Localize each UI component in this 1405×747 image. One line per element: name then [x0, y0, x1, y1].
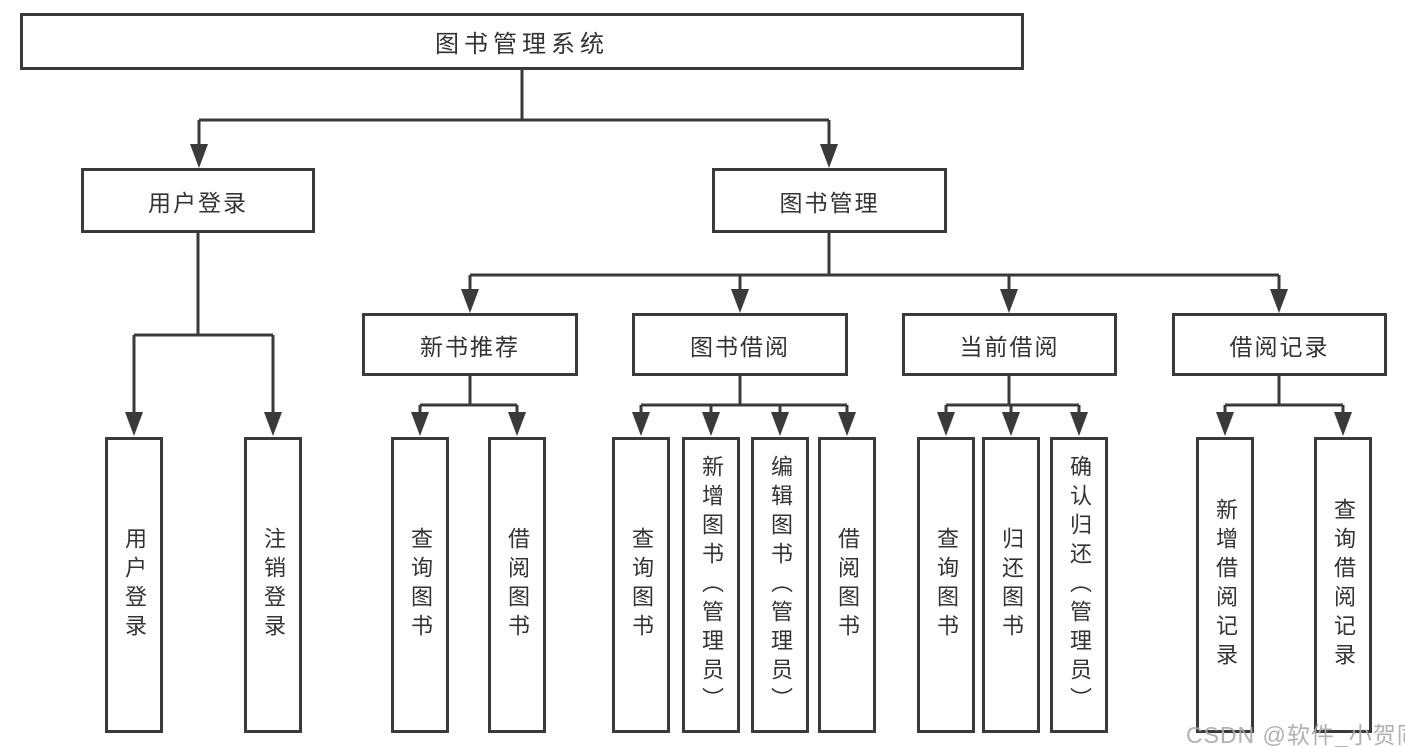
leaf-edit-books-admin: 编辑图书（管理员）: [751, 437, 809, 733]
node-user-login: 用户登录: [81, 168, 315, 233]
connector-borrow-record-children: [1223, 374, 1345, 414]
node-current-borrowing: 当前借阅: [902, 313, 1117, 376]
node-label: 确认归还（管理员）: [1067, 454, 1092, 716]
node-label: 新书推荐: [420, 333, 520, 360]
connector-user-login-children: [132, 231, 275, 412]
node-label: 编辑图书（管理员）: [768, 454, 793, 716]
arrowhead: [461, 289, 479, 313]
node-label: 查询图书: [934, 527, 959, 643]
arrowhead: [1002, 412, 1020, 436]
arrowhead: [702, 412, 720, 436]
node-label: 查询借阅记录: [1331, 498, 1356, 672]
arrowhead: [632, 412, 650, 436]
leaf-confirm-return-admin: 确认归还（管理员）: [1050, 437, 1108, 733]
leaf-logout: 注销登录: [244, 437, 302, 733]
node-book-management: 图书管理: [712, 168, 947, 233]
leaf-add-books-admin: 新增图书（管理员）: [682, 437, 740, 733]
arrowhead: [508, 412, 526, 436]
leaf-query-books: 查询图书: [391, 437, 449, 733]
arrowhead: [1270, 289, 1288, 313]
arrowhead: [1216, 412, 1234, 436]
connector-book-borrow-children: [639, 374, 849, 414]
arrowhead: [937, 412, 955, 436]
leaf-query-books: 查询图书: [917, 437, 975, 733]
connector-root-to-level2: [197, 68, 831, 146]
node-label: 新增图书（管理员）: [699, 454, 724, 716]
node-label: 注销登录: [261, 527, 286, 643]
leaf-return-books: 归还图书: [982, 437, 1040, 733]
node-label: 归还图书: [999, 527, 1024, 643]
node-label: 用户登录: [148, 189, 248, 216]
leaf-query-books: 查询图书: [612, 437, 670, 733]
node-label: 图书借阅: [690, 333, 790, 360]
node-label: 新增借阅记录: [1213, 498, 1238, 672]
arrowhead: [1070, 412, 1088, 436]
leaf-user-login: 用户登录: [105, 437, 163, 733]
node-label: 用户登录: [122, 527, 147, 643]
connector-current-borrow-children: [944, 374, 1081, 414]
node-label: 借阅图书: [835, 527, 860, 643]
node-label: 查询图书: [629, 527, 654, 643]
leaf-borrow-books: 借阅图书: [488, 437, 546, 733]
leaf-query-borrow-record: 查询借阅记录: [1314, 437, 1372, 733]
node-borrowing-records: 借阅记录: [1172, 313, 1387, 376]
leaf-add-borrow-record: 新增借阅记录: [1196, 437, 1254, 733]
arrowhead: [820, 144, 838, 168]
node-label: 借阅图书: [505, 527, 530, 643]
arrowhead: [125, 412, 143, 436]
arrowhead: [1334, 412, 1352, 436]
arrowhead: [411, 412, 429, 436]
leaf-borrow-books: 借阅图书: [818, 437, 876, 733]
node-book-borrowing: 图书借阅: [632, 313, 848, 376]
node-label: 借阅记录: [1229, 333, 1330, 360]
node-label: 查询图书: [408, 527, 433, 643]
connector-book-mgmt-children: [468, 231, 1281, 291]
node-library-management-system: 图书管理系统: [20, 13, 1024, 70]
connector-new-book-children: [418, 374, 519, 414]
arrowhead: [838, 412, 856, 436]
node-label: 图书管理系统: [435, 31, 609, 58]
arrowhead: [771, 412, 789, 436]
arrowhead: [264, 412, 282, 436]
arrowhead: [1000, 289, 1018, 313]
node-label: 图书管理: [779, 189, 880, 216]
node-label: 当前借阅: [959, 333, 1060, 360]
arrowhead: [731, 289, 749, 313]
node-new-book-recommendation: 新书推荐: [362, 313, 578, 376]
arrowhead: [190, 144, 208, 168]
